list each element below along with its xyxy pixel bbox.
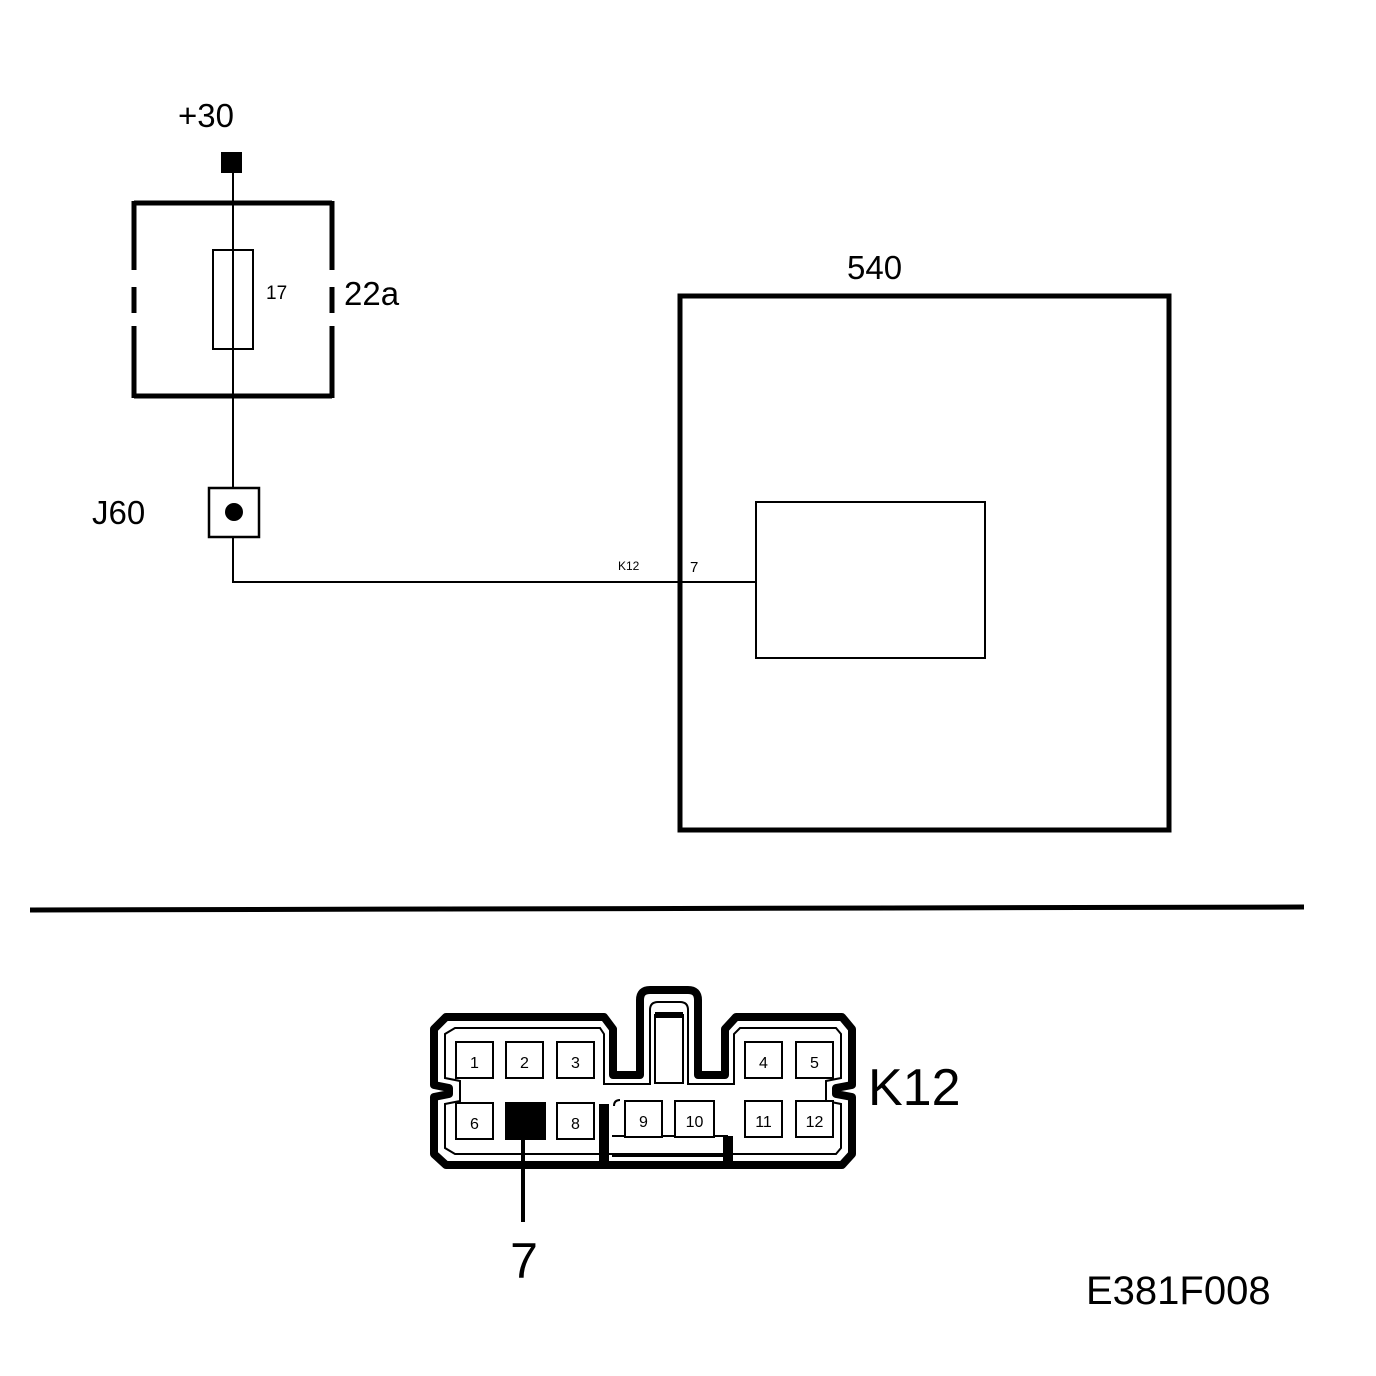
svg-text:5: 5: [810, 1055, 819, 1072]
module-box: [677, 293, 1172, 833]
svg-text:9: 9: [639, 1114, 648, 1131]
pin-6: 6: [455, 1102, 494, 1140]
svg-text:2: 2: [520, 1055, 529, 1072]
wire-connector-label: K12: [618, 559, 640, 573]
pin-10: 10: [674, 1100, 715, 1138]
wire-pin-label: 7: [690, 559, 698, 576]
pin-9: 9: [624, 1100, 663, 1138]
connector-label: K12: [868, 1059, 961, 1117]
pin-1: 1: [455, 1041, 494, 1079]
pin-3: 3: [556, 1041, 595, 1079]
section-divider: [29, 904, 1305, 913]
svg-text:1: 1: [470, 1055, 479, 1072]
fuse-box-label: 22a: [344, 275, 400, 312]
fuse-number: 17: [266, 283, 287, 304]
svg-text:3: 3: [571, 1055, 580, 1072]
pin-4: 4: [744, 1041, 783, 1079]
junction-label: J60: [92, 494, 145, 531]
module-inner-box: [755, 501, 986, 659]
power-label: +30: [178, 97, 234, 134]
connector-housing: [430, 986, 856, 1169]
svg-text:6: 6: [470, 1116, 479, 1133]
module-label: 540: [847, 249, 902, 286]
figure-code: E381F008: [1086, 1269, 1271, 1313]
svg-text:10: 10: [686, 1114, 704, 1131]
pin-8: 8: [556, 1102, 595, 1140]
pin-7-highlighted: [505, 1102, 546, 1140]
junction-dot: [225, 503, 243, 521]
pin-5: 5: [795, 1041, 834, 1079]
svg-text:4: 4: [759, 1055, 768, 1072]
pin-11: 11: [744, 1100, 783, 1138]
svg-text:11: 11: [755, 1114, 772, 1131]
pin-2: 2: [505, 1041, 544, 1079]
svg-text:12: 12: [806, 1114, 824, 1131]
fuse-box: [131, 200, 335, 399]
pin-12: 12: [795, 1100, 834, 1138]
power-terminal: [221, 152, 242, 173]
svg-text:8: 8: [571, 1116, 580, 1133]
highlighted-pin-label: 7: [510, 1233, 538, 1289]
connector-pins: 1 2 3 4 5 6 8 9 10 11 12: [455, 1041, 834, 1140]
